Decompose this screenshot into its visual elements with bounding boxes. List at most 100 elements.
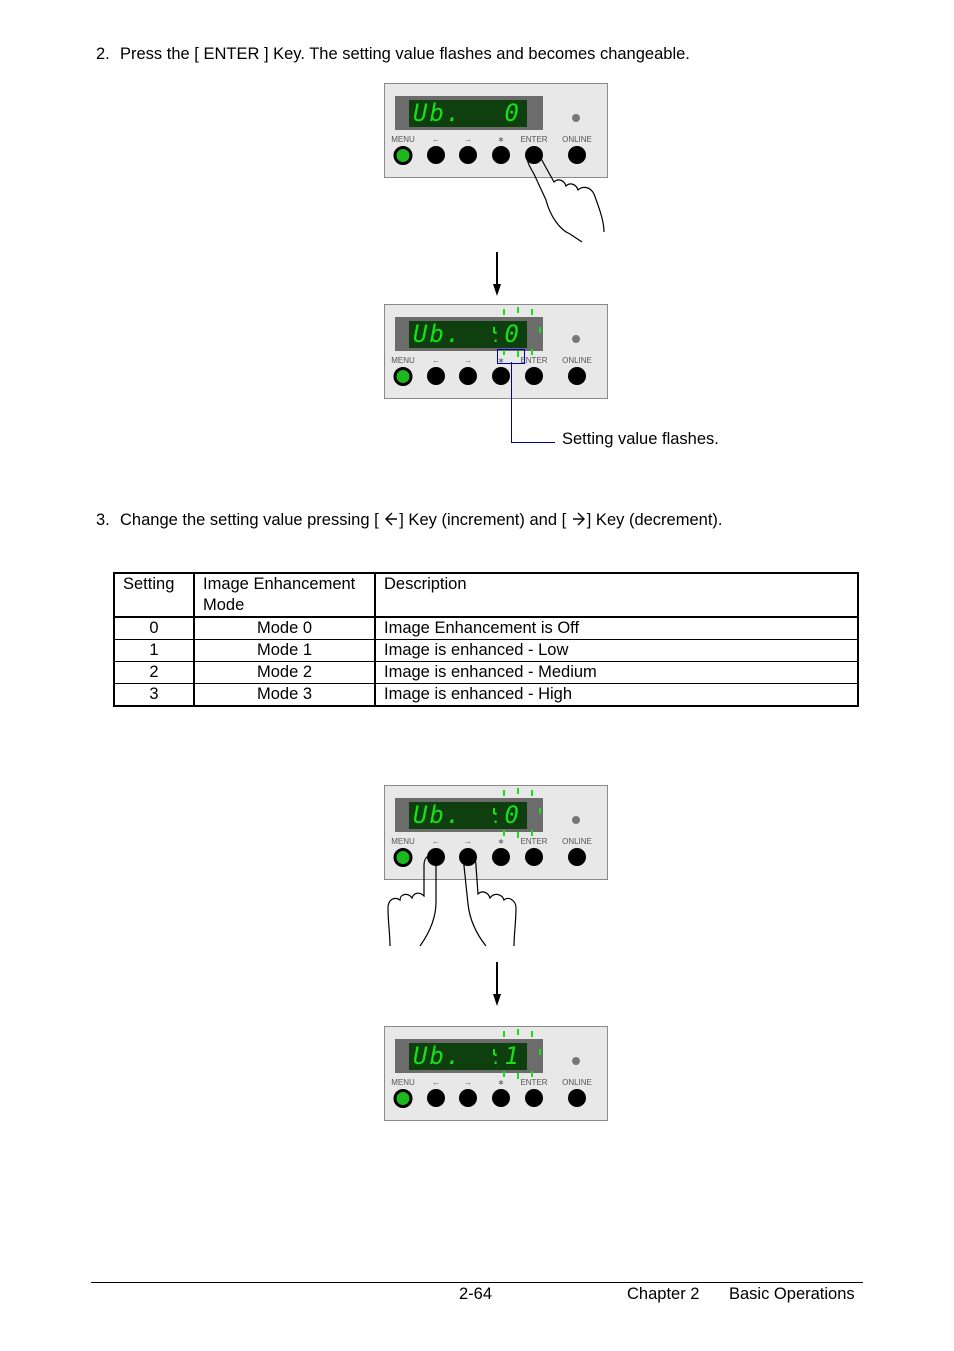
star-key-button[interactable] — [492, 367, 510, 385]
down-arrow-1-head — [493, 284, 501, 296]
key-label-star: ∗ — [497, 837, 505, 846]
right-key-button[interactable] — [459, 1089, 477, 1107]
cell-setting: 3 — [113, 683, 195, 707]
flash-mark-icon — [539, 1049, 541, 1055]
cell-setting: 1 — [113, 639, 195, 662]
key-label-enter: ENTER — [520, 837, 548, 846]
cell-description: Image is enhanced - Low — [374, 639, 859, 662]
footer-section: Basic Operations — [729, 1285, 855, 1303]
lcd-cursor: : — [492, 1045, 499, 1069]
online-key-button[interactable] — [568, 1089, 586, 1107]
key-label-right: → — [464, 1078, 472, 1087]
cell-setting: 2 — [113, 661, 195, 684]
key-label-right: → — [464, 837, 472, 846]
lcd-value-text: 0 — [504, 801, 521, 829]
star-key-button[interactable] — [492, 1089, 510, 1107]
table-row: 2 Mode 2 Image is enhanced - Medium — [113, 661, 859, 684]
footer-page-number: 2-64 — [459, 1285, 493, 1303]
enter-key-button[interactable] — [525, 146, 543, 164]
menu-key-button[interactable] — [393, 367, 413, 386]
down-arrow-2 — [496, 962, 498, 994]
header-mode-line2: Mode — [203, 596, 245, 614]
flash-mark-icon — [517, 788, 519, 794]
key-label-menu: MENU — [391, 356, 415, 365]
table-row: 3 Mode 3 Image is enhanced - High — [113, 683, 859, 707]
key-label-menu: MENU — [391, 1078, 415, 1087]
left-key-button[interactable] — [427, 367, 445, 385]
enter-key-button[interactable] — [525, 367, 543, 385]
step-2-text: Press the [ ENTER ] Key. The setting val… — [120, 45, 690, 63]
right-arrow-key-icon — [572, 512, 585, 526]
lcd-value-text: 1 — [504, 1042, 521, 1070]
cell-description: Image is enhanced - Medium — [374, 661, 859, 684]
online-led-icon — [572, 335, 580, 343]
step-3-number: 3. — [96, 511, 110, 529]
callout-line-horizontal — [511, 442, 555, 443]
enter-key-button[interactable] — [525, 848, 543, 866]
key-label-right: → — [464, 356, 472, 365]
online-led-icon — [572, 1057, 580, 1065]
flash-mark-icon — [531, 349, 533, 355]
hand-pressing-enter-icon — [526, 151, 605, 243]
flash-mark-icon — [539, 327, 541, 333]
key-label-online: ONLINE — [562, 837, 592, 846]
star-key-button[interactable] — [492, 848, 510, 866]
menu-key-button[interactable] — [393, 1089, 413, 1108]
key-label-star: ∗ — [497, 1078, 505, 1087]
key-label-online: ONLINE — [562, 1078, 592, 1087]
key-label-menu: MENU — [391, 837, 415, 846]
key-label-online: ONLINE — [562, 356, 592, 365]
step-2: 2. Press the [ ENTER ] Key. The setting v… — [96, 45, 690, 64]
key-label-left: ← — [432, 356, 440, 365]
key-label-star: ∗ — [497, 356, 505, 365]
callout-line-vertical — [511, 362, 512, 442]
key-label-online: ONLINE — [562, 135, 592, 144]
flash-mark-icon — [503, 1071, 505, 1077]
right-key-button[interactable] — [459, 367, 477, 385]
star-key-button[interactable] — [492, 146, 510, 164]
online-key-button[interactable] — [568, 146, 586, 164]
online-key-button[interactable] — [568, 367, 586, 385]
menu-key-button[interactable] — [393, 146, 413, 165]
key-label-left: ← — [432, 135, 440, 144]
menu-key-button[interactable] — [393, 848, 413, 867]
down-arrow-1 — [496, 252, 498, 284]
online-led-icon — [572, 114, 580, 122]
online-key-button[interactable] — [568, 848, 586, 866]
lcd-parameter-text: Ub. — [413, 801, 463, 829]
online-led-icon — [572, 816, 580, 824]
right-key-button[interactable] — [459, 146, 477, 164]
flash-mark-icon — [517, 1073, 519, 1079]
flash-mark-icon — [517, 1029, 519, 1035]
hand-pressing-left-key-icon — [387, 855, 437, 947]
lcd-display: Ub.:0 — [409, 801, 527, 829]
left-key-button[interactable] — [427, 848, 445, 866]
lcd-parameter-text: Ub. — [413, 320, 463, 348]
left-key-button[interactable] — [427, 1089, 445, 1107]
flash-mark-icon — [517, 832, 519, 838]
header-description: Description — [374, 572, 859, 618]
flash-mark-icon — [531, 790, 533, 796]
flash-mark-icon — [531, 1071, 533, 1077]
flash-mark-icon — [517, 351, 519, 357]
lcd-parameter-text: Ub. — [413, 1042, 463, 1070]
left-key-button[interactable] — [427, 146, 445, 164]
flash-mark-icon — [531, 1031, 533, 1037]
enter-key-button[interactable] — [525, 1089, 543, 1107]
lcd-cursor: : — [492, 323, 499, 347]
lcd-bezel: Ub.:0 — [395, 317, 543, 351]
callout-text: Setting value flashes. — [562, 430, 719, 448]
flash-mark-icon — [503, 830, 505, 836]
key-label-enter: ENTER — [520, 135, 548, 144]
flash-mark-icon — [539, 808, 541, 814]
cell-description: Image is enhanced - High — [374, 683, 859, 707]
lcd-display: Ub.0 — [409, 99, 527, 127]
step-2-number: 2. — [96, 45, 110, 63]
key-label-left: ← — [432, 1078, 440, 1087]
cell-mode: Mode 0 — [193, 616, 376, 640]
